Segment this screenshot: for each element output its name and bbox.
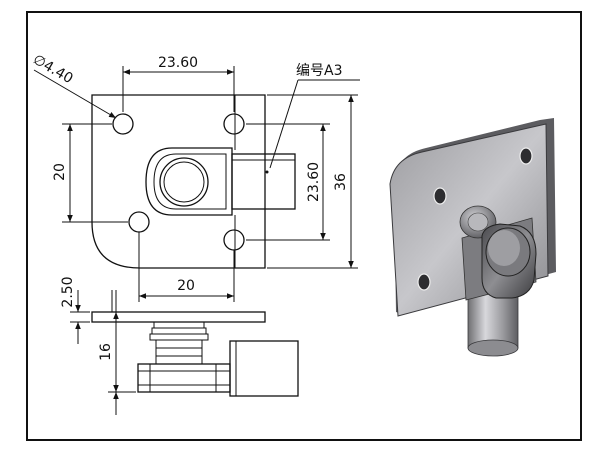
dim-side-height: 16 [98, 343, 114, 361]
dim-left-height: 20 [52, 163, 68, 181]
render-hole-2 [519, 147, 533, 165]
front-view: 23.60 ∅4.40 20 23.60 36 编号A3 20 [30, 52, 360, 302]
mount-hole-top-left [112, 113, 134, 135]
dim-top-width: 23.60 [158, 55, 198, 71]
mount-hole-bottom-right [223, 229, 245, 251]
drawing-border [26, 11, 582, 441]
render-hole-1 [433, 187, 447, 205]
mount-hole-bottom-left [128, 211, 150, 233]
dim-right-outer: 36 [333, 173, 349, 191]
part-label: 编号A3 [296, 63, 342, 79]
latch-pin [159, 157, 209, 207]
latch-arm [231, 153, 296, 210]
side-handle [229, 340, 299, 397]
dim-right-inner: 23.60 [306, 162, 322, 202]
dim-plate-thickness: 2.50 [60, 276, 76, 307]
dim-bottom-width: 20 [177, 278, 195, 294]
isometric-render [389, 118, 556, 357]
plate-outline [91, 94, 266, 269]
latch-body [145, 147, 233, 216]
render-hole-3 [417, 273, 431, 291]
side-plate [91, 311, 266, 323]
mount-hole-top-right [223, 113, 245, 135]
dim-hole-diameter: ∅4.40 [30, 52, 76, 88]
side-view: 2.50 16 [60, 276, 299, 415]
